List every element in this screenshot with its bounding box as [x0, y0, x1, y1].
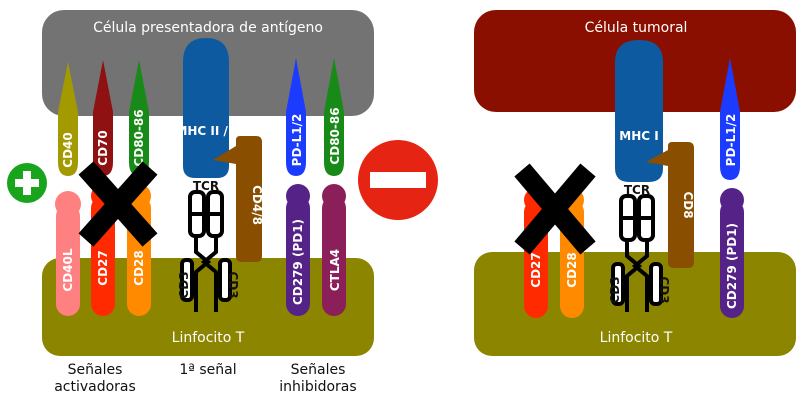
cd80-86-receptor-top	[129, 60, 149, 176]
tcr-cd3-complex-right	[611, 194, 663, 312]
plus-icon	[7, 163, 47, 203]
caption-inhibiting-line1: Señales	[291, 362, 346, 378]
mhc-i-complex	[615, 40, 663, 182]
pd-l1-2-ligand-tumor	[720, 58, 740, 180]
cross-icon	[514, 163, 596, 255]
caption-activating-line1: Señales	[68, 362, 123, 378]
cd80-86-receptor-right	[324, 58, 344, 176]
cd4-8-coreceptor	[213, 136, 262, 262]
cd40l-receptor	[55, 191, 81, 316]
tcr-label: TCR	[193, 179, 219, 193]
cd70-label: CD70	[96, 130, 110, 165]
t-lymphocyte-right	[474, 252, 796, 356]
cd3-label-right-left: CD3	[608, 276, 622, 303]
cd3-label-right: CD3	[226, 271, 240, 298]
mhc-label: MHC II / I	[175, 124, 236, 138]
cd80-86-label-right: CD80-86	[328, 107, 342, 164]
cd28-label: CD28	[132, 250, 146, 285]
ctla4-receptor	[322, 184, 346, 316]
cd70-receptor	[93, 60, 113, 176]
cd40-receptor	[58, 62, 78, 176]
lymphocyte-title-right: Linfocito T	[600, 330, 673, 346]
cd3-label-right-right: CD3	[657, 276, 671, 303]
mhc-i-label: MHC I	[619, 129, 658, 143]
caption-first-signal: 1ª señal	[179, 362, 236, 378]
lymphocyte-title-left: Linfocito T	[172, 330, 245, 346]
cd279-label-right: CD279 (PD1)	[725, 223, 739, 309]
tcr-label-right: TCR	[624, 183, 650, 197]
cd279-pd1-receptor	[286, 184, 310, 316]
caption-inhibiting-line2: inhibidoras	[279, 379, 356, 395]
mhc-complex	[183, 38, 229, 178]
pd-l1-2-label-tumor: PD-L1/2	[724, 114, 738, 167]
pd-l1-2-label: PD-L1/2	[290, 114, 304, 167]
cd27-label: CD27	[96, 250, 110, 285]
pd-l1-2-ligand	[286, 58, 306, 176]
apc-title: Célula presentadora de antígeno	[93, 20, 323, 36]
minus-icon	[358, 140, 438, 220]
cd4-8-label: CD4/8	[250, 185, 264, 225]
cd279-pd1-receptor-right	[720, 188, 744, 318]
tcr-cd3-complex	[180, 190, 232, 312]
cd27-label-right: CD27	[529, 252, 543, 287]
tumor-title: Célula tumoral	[585, 20, 688, 36]
cross-icon	[78, 161, 158, 247]
cd8-coreceptor	[646, 142, 694, 268]
cd40l-label: CD40L	[61, 248, 75, 291]
cd80-86-label-top: CD80-86	[132, 109, 146, 166]
cd40-label: CD40	[61, 132, 75, 167]
cd8-label: CD8	[681, 191, 695, 218]
cd28-label-right: CD28	[565, 252, 579, 287]
caption-activating-line2: activadoras	[54, 379, 136, 395]
cd3-label-left: CD3	[177, 271, 191, 298]
cd279-label: CD279 (PD1)	[291, 219, 305, 305]
ctla4-label: CTLA4	[328, 249, 342, 291]
